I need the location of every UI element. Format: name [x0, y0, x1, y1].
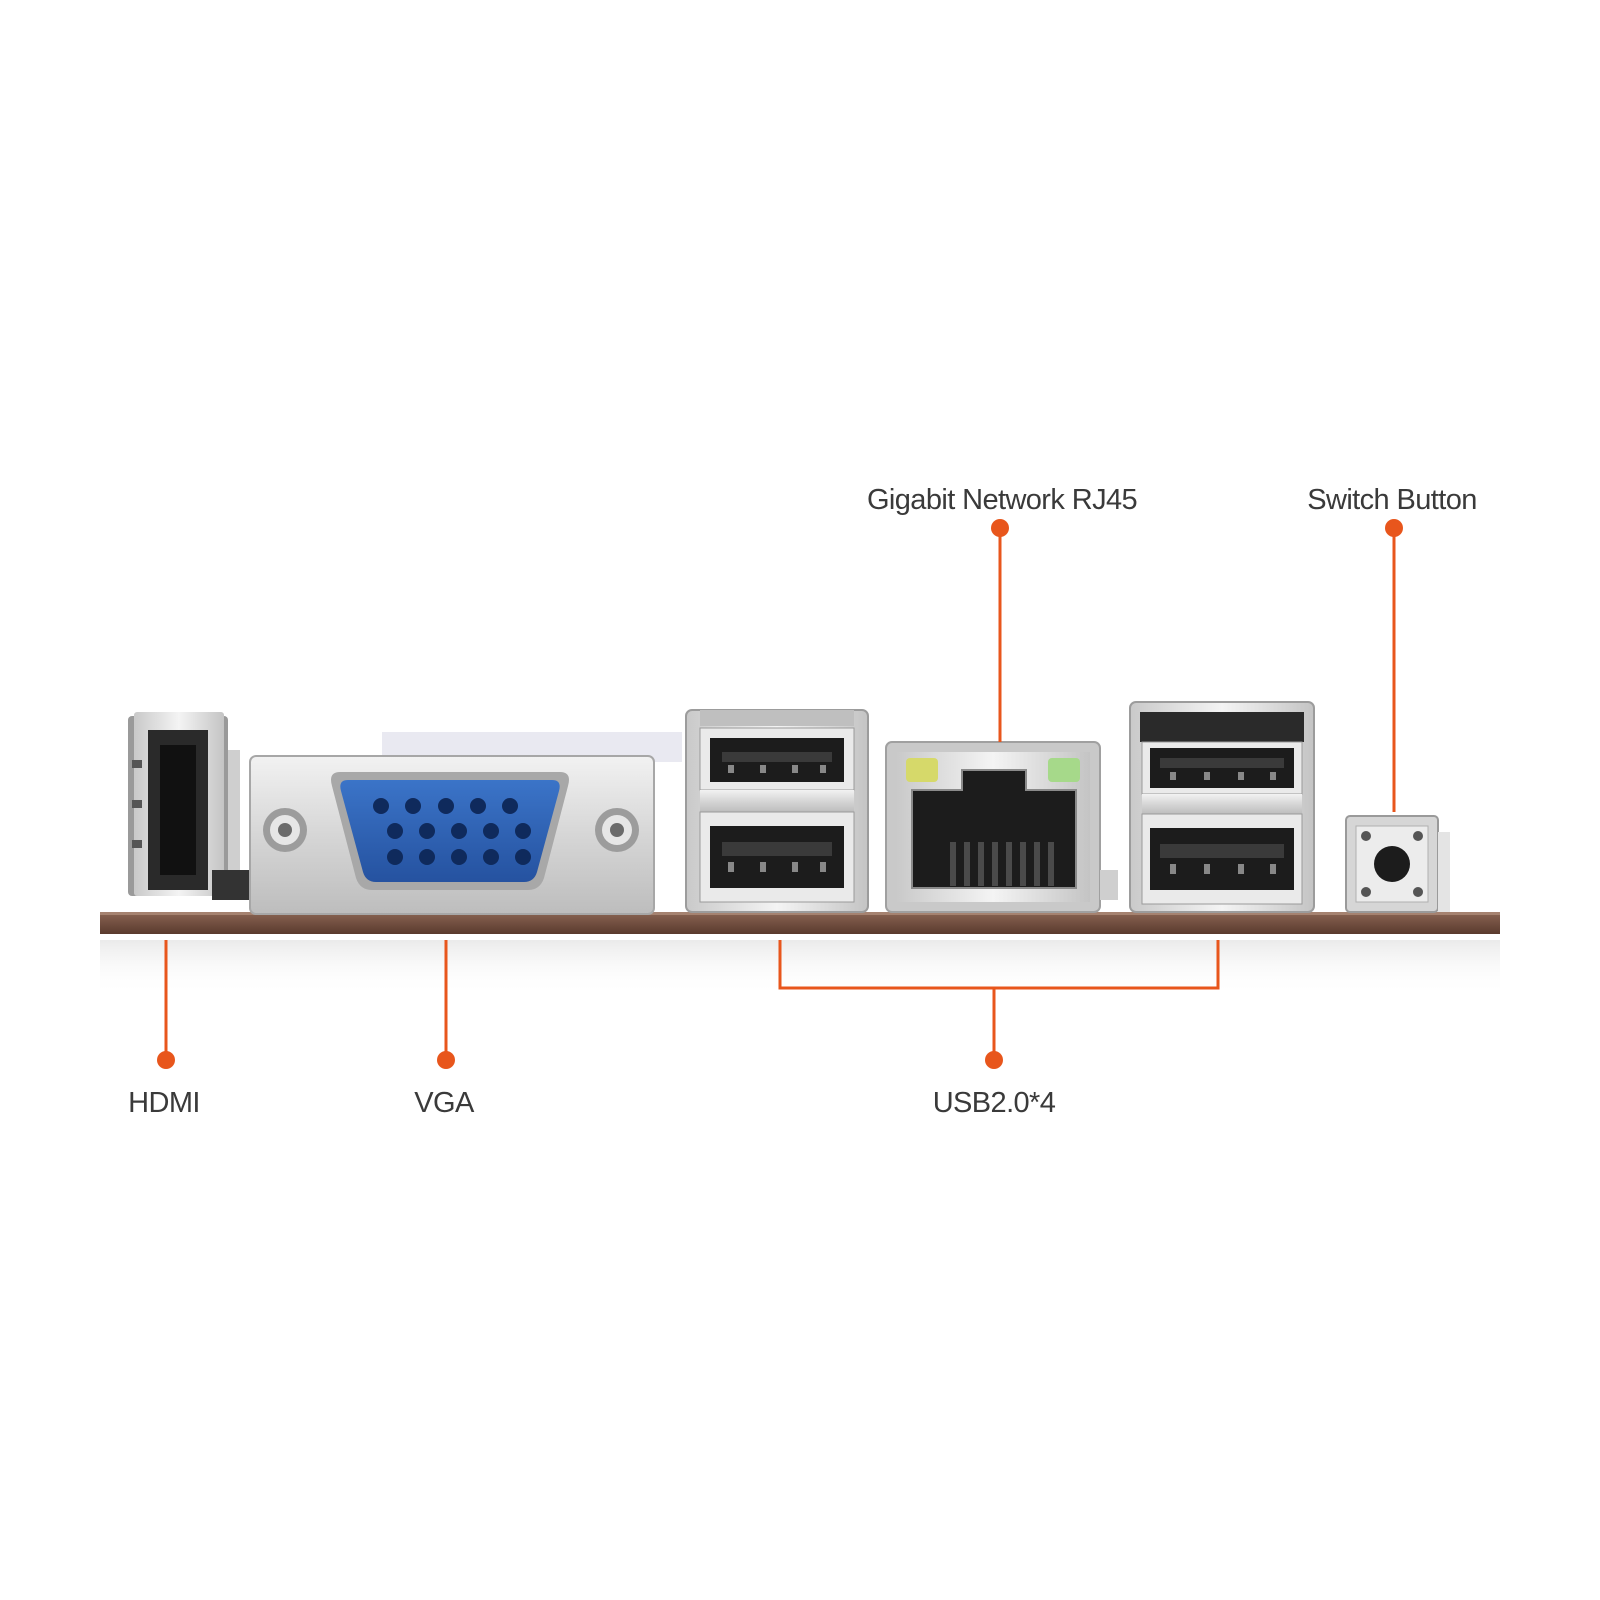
vga-callout-dot	[437, 1051, 455, 1069]
usb-stack-left	[685, 709, 869, 913]
label-vga: VGA	[414, 1087, 475, 1119]
label-gigabit-network-rj45: Gigabit Network RJ45	[867, 484, 1137, 516]
switch-callout-dot	[1385, 519, 1403, 537]
rj45-callout-dot	[991, 519, 1009, 537]
motherboard	[100, 912, 1500, 995]
pcb-edge	[100, 912, 1500, 934]
vga-port	[249, 732, 682, 915]
usb-bracket	[778, 940, 1220, 990]
usb-callout-dot	[985, 1051, 1003, 1069]
hdmi-callout-dot	[157, 1051, 175, 1069]
label-switch-button: Switch Button	[1307, 484, 1477, 516]
callouts	[164, 528, 1396, 1060]
label-hdmi: HDMI	[128, 1087, 200, 1119]
callout-dots	[157, 519, 1403, 1069]
rj45-port	[885, 741, 1118, 913]
label-usb: USB2.0*4	[933, 1087, 1056, 1119]
hdmi-port	[128, 712, 252, 900]
switch-button-part	[1345, 815, 1450, 913]
usb-stack-right	[1129, 701, 1315, 913]
